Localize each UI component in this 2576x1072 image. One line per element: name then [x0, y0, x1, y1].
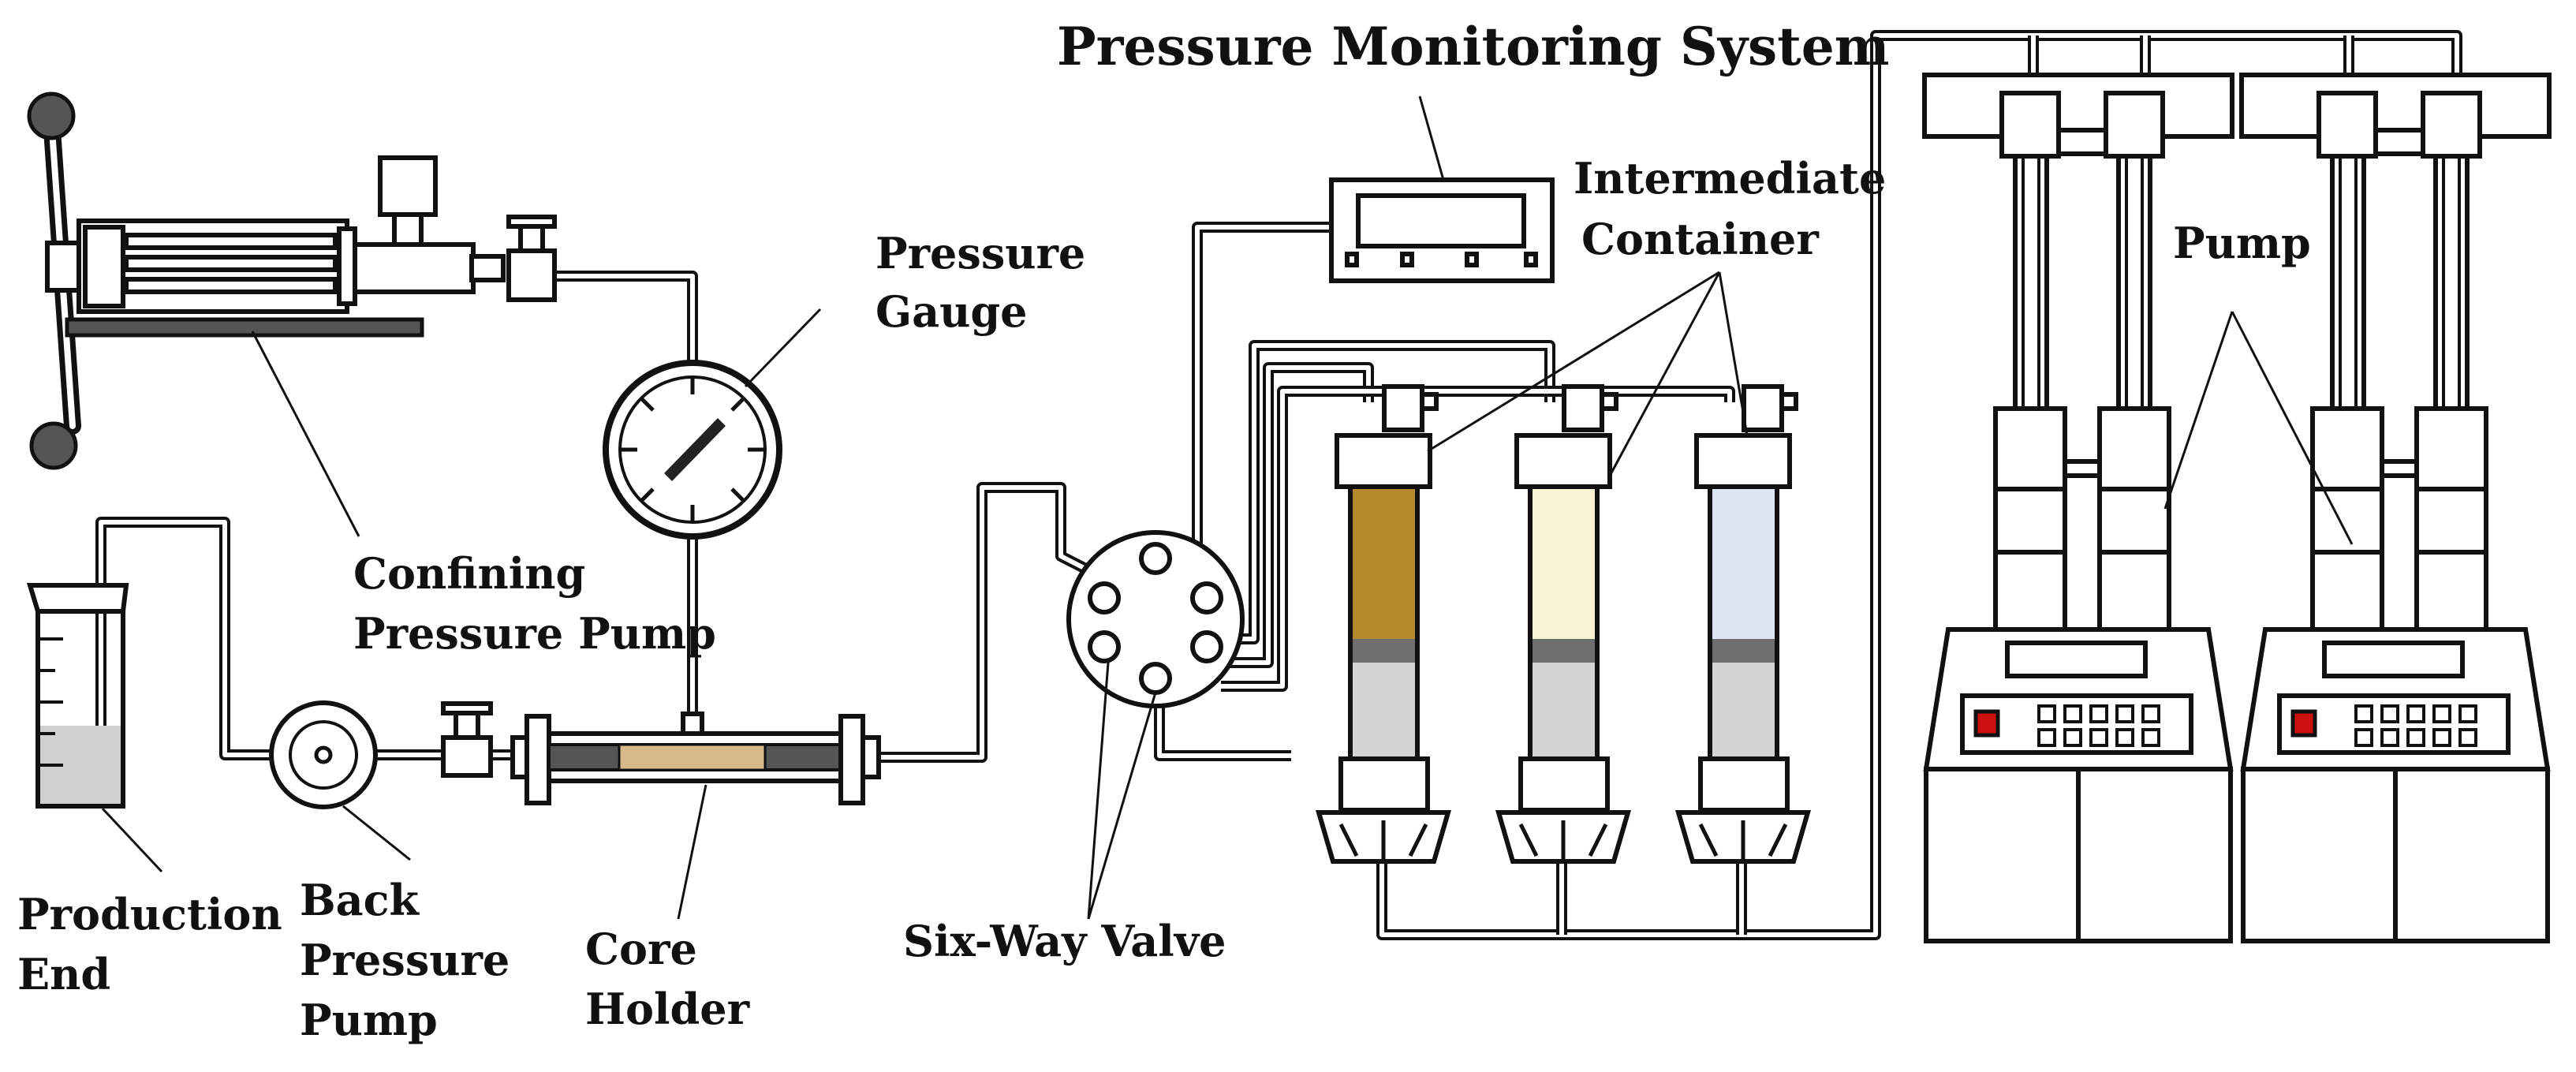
handle-knob-top: [27, 92, 76, 140]
pump-right-indicator: [2290, 709, 2317, 738]
core-holder: [510, 712, 881, 805]
back-pressure-pump: [269, 700, 493, 809]
label-core-holder-2: Holder: [585, 984, 750, 1034]
label-production-end-1: Production: [17, 889, 282, 939]
label-pump: Pump: [2173, 218, 2311, 268]
intermediate-container-2: [1495, 384, 1631, 864]
labels: Pressure Monitoring System Intermediate …: [17, 16, 2311, 1045]
label-pressure-monitoring-system: Pressure Monitoring System: [1057, 16, 1890, 77]
gauge-needle: [664, 418, 726, 481]
handle-knob-bottom: [29, 421, 78, 470]
pump-left: [1922, 73, 2234, 943]
pressure-gauge: [603, 360, 782, 540]
label-pressure-gauge-1: Pressure: [875, 228, 1085, 278]
label-six-way-valve: Six-Way Valve: [903, 916, 1226, 966]
pressure-monitoring-system: [1329, 177, 1555, 283]
label-back-pressure-pump-2: Pressure: [300, 935, 510, 985]
production-end-beaker: [26, 583, 129, 809]
confining-pressure-pump: [27, 92, 557, 470]
leader-lines: [101, 95, 2354, 920]
six-way-valve: [1066, 530, 1245, 708]
label-confining-pump-1: Confining: [353, 548, 585, 599]
intermediate-container-1: [1316, 384, 1451, 864]
pump-left-indicator: [1973, 709, 2000, 738]
label-back-pressure-pump-1: Back: [300, 875, 420, 925]
label-core-holder-1: Core: [585, 924, 697, 974]
pump-right: [2239, 73, 2552, 943]
core-sample: [618, 743, 767, 771]
label-production-end-2: End: [17, 949, 110, 999]
label-intermediate-container-1: Intermediate: [1574, 153, 1886, 204]
label-pressure-gauge-2: Gauge: [875, 286, 1027, 337]
label-confining-pump-2: Pressure Pump: [353, 608, 716, 659]
label-back-pressure-pump-3: Pump: [300, 995, 438, 1045]
label-intermediate-container-2: Container: [1581, 214, 1819, 264]
intermediate-container-3: [1675, 384, 1811, 864]
